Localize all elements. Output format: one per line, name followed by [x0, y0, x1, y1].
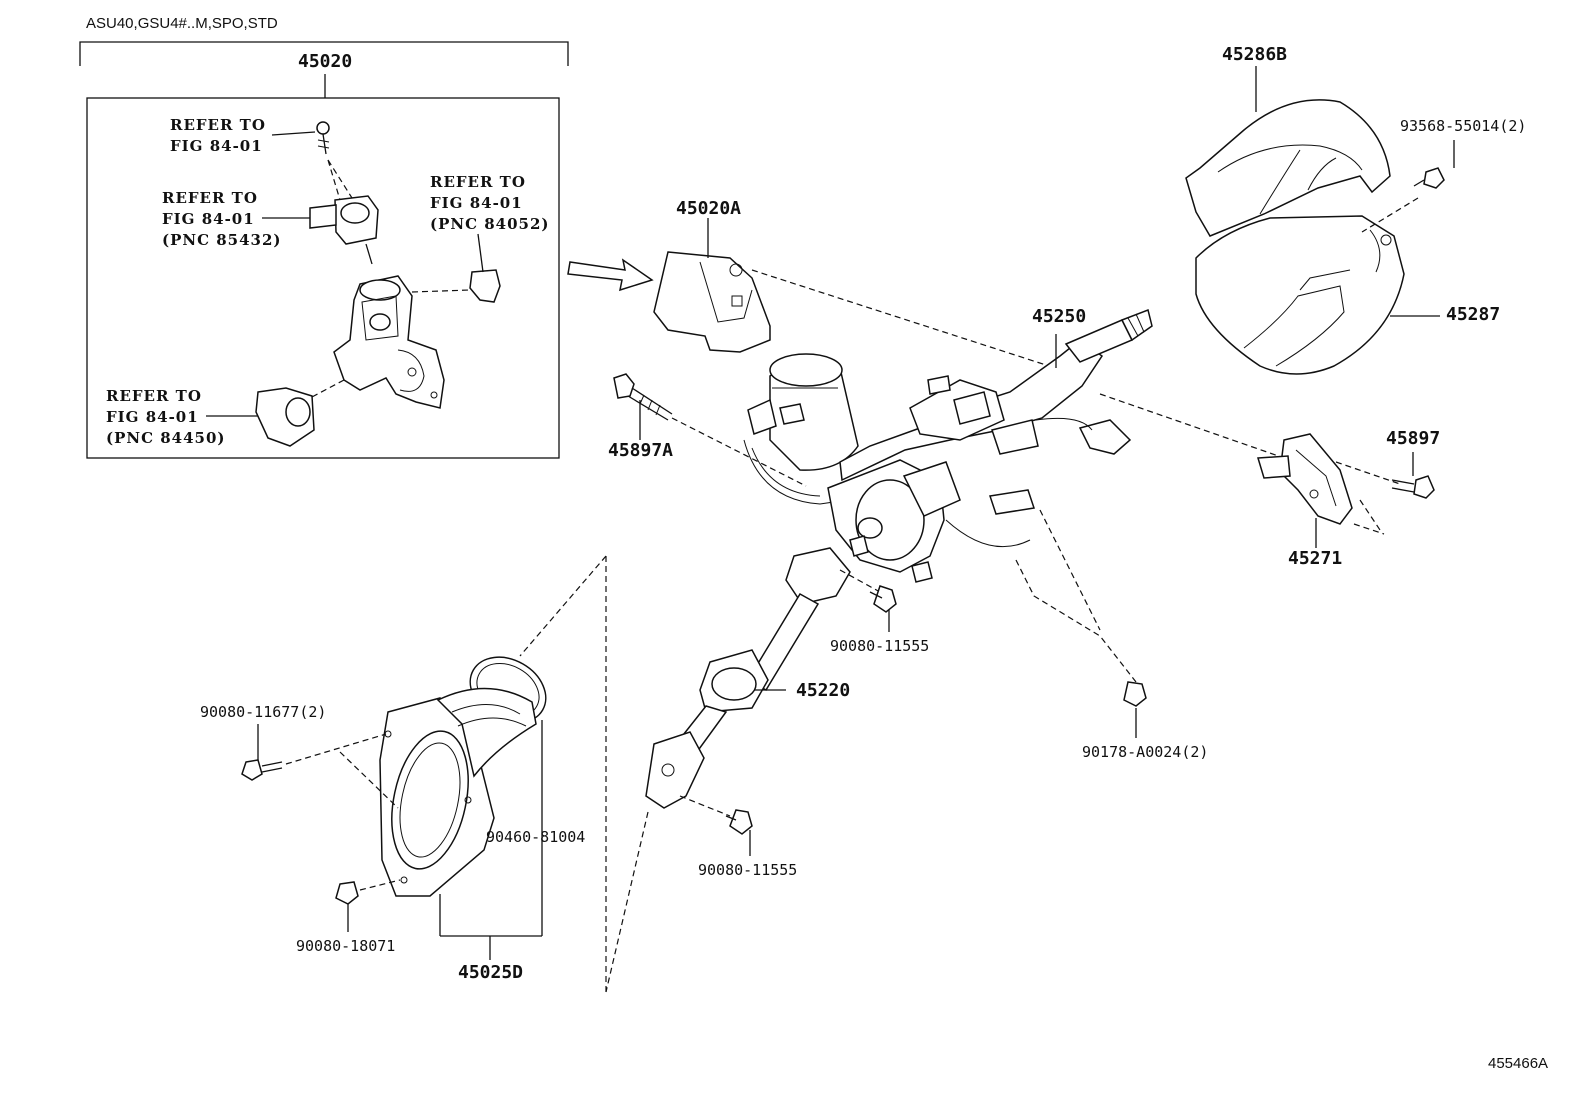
label-90178-A0024: 90178-A0024(2) [1082, 743, 1209, 761]
refer-note-3: REFER TO FIG 84-01 (PNC 84052) [430, 172, 550, 235]
label-90080-11555-upper: 90080-11555 [830, 637, 930, 655]
dashed-guide-45020A [751, 269, 1081, 377]
refer-line: FIG 84-01 [106, 408, 199, 426]
header-bracket [79, 41, 569, 98]
refer-line: (PNC 85432) [162, 231, 282, 249]
label-45897A: 45897A [608, 440, 674, 461]
refer-note-2: REFER TO FIG 84-01 (PNC 85432) [162, 188, 282, 251]
screw-93568-55014 [1361, 140, 1455, 233]
interlock-solenoid [206, 387, 315, 447]
ignition-housing [309, 275, 471, 409]
nut-90080-18071 [335, 879, 401, 932]
bolt-90080-11677 [241, 724, 399, 809]
dashed-guide-45897A [671, 417, 807, 487]
label-45250: 45250 [1032, 306, 1087, 327]
label-45897: 45897 [1386, 428, 1441, 449]
label-90460-81004: 90460-81004 [486, 828, 586, 846]
label-93568-55014: 93568-55014(2) [1400, 117, 1527, 135]
bolt-90080-11555-lower [679, 795, 753, 856]
refer-line: REFER TO [106, 387, 202, 405]
dashed-guide-45250 [1099, 393, 1291, 461]
refer-line: REFER TO [162, 189, 258, 207]
label-90080-18071: 90080-18071 [296, 937, 396, 955]
refer-line: (PNC 84052) [430, 215, 550, 233]
refer-note-4: REFER TO FIG 84-01 (PNC 84450) [106, 386, 226, 449]
refer-line: REFER TO [430, 173, 526, 191]
nut-90178 [1015, 509, 1147, 738]
bracket-45271 [1257, 433, 1401, 548]
refer-line: (PNC 84450) [106, 429, 226, 447]
steering-column [827, 308, 1153, 583]
transponder-coil [262, 195, 379, 265]
refer-line: FIG 84-01 [430, 194, 523, 212]
label-45271: 45271 [1288, 548, 1343, 569]
label-45020A: 45020A [676, 198, 742, 219]
refer-line: REFER TO [170, 116, 266, 134]
intermediate-shaft-45220 [645, 547, 851, 809]
refer-line: FIG 84-01 [162, 210, 255, 228]
arrow-indicator [567, 258, 654, 292]
refer-note-1: REFER TO FIG 84-01 [170, 115, 266, 157]
bolt-90080-11555-upper [839, 569, 897, 632]
label-45025D: 45025D [458, 962, 524, 983]
label-45286B: 45286B [1222, 44, 1288, 65]
eps-motor [743, 353, 891, 505]
group-box-45020 [86, 97, 560, 459]
dashed-callout-lower [519, 555, 649, 993]
ignition-bolt [271, 121, 330, 155]
bolt-45897A [613, 373, 673, 440]
refer-line: FIG 84-01 [170, 137, 263, 155]
label-45287: 45287 [1446, 304, 1501, 325]
bolt-45897 [1391, 452, 1435, 499]
boot-45025D [379, 687, 543, 960]
label-45020: 45020 [298, 51, 353, 72]
label-90080-11677: 90080-11677(2) [200, 703, 327, 721]
figure-id: 455466A [1488, 1055, 1549, 1072]
cover-45286B [1185, 66, 1391, 237]
label-90080-11555-lower: 90080-11555 [698, 861, 798, 879]
part-45020A [653, 218, 771, 353]
label-45220: 45220 [796, 680, 851, 701]
key-switch [469, 233, 501, 303]
cover-45287 [1195, 215, 1440, 375]
model-note: ASU40,GSU4#..M,SPO,STD [86, 15, 278, 32]
